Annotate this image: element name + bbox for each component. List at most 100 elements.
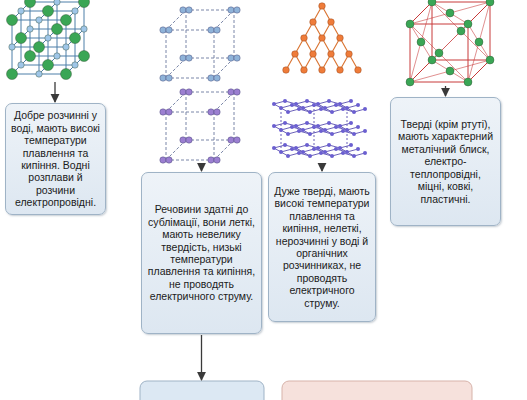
carbon-atom [319,67,326,74]
lattice-atom [18,8,24,14]
molecule-atom [214,27,220,33]
lattice-atom [417,38,425,46]
carbon-atom [319,35,326,42]
lattice-atom [446,67,454,75]
lattice-bond [166,112,214,113]
lattice-atom [25,0,36,8]
carbon-atom [297,129,301,133]
carbon-atom [297,107,301,111]
molecule-atom [234,89,240,95]
molecule-atom [228,7,234,13]
carbon-atom [319,107,323,111]
lattice-atom [72,8,78,14]
carbon-atom [312,147,316,151]
lattice-bond [234,10,235,58]
carbon-atom [319,3,326,10]
carbon-atom [346,51,353,58]
molecule-atom [186,7,192,13]
carbon-atom [272,146,276,150]
lattice-bond [468,42,479,82]
molecule-atom [166,75,172,81]
molecule-atom [208,157,214,163]
lattice-bond [479,2,490,42]
lattice-atom [16,33,27,44]
molecule-atom [214,109,220,115]
carbon-atom [345,150,349,154]
carbon-atom [294,124,298,128]
lattice-atom [428,56,436,64]
atomic-lattice [272,3,367,158]
lattice-atom [45,35,51,41]
lattice-atom [34,42,45,53]
lattice-atom [435,49,443,57]
lattice-atom [43,6,54,17]
carbon-atom [323,150,327,154]
carbon-atom [355,67,362,74]
carbon-atom [283,99,287,103]
carbon-atom [312,125,316,129]
lattice-atom [36,17,42,23]
lattice-atom [43,60,54,71]
molecule-atom [234,7,240,13]
carbon-atom [301,150,305,154]
carbon-atom [330,132,334,136]
carbon-atom [345,128,349,132]
flow-arrow [54,82,55,102]
lattice-atom [18,62,24,68]
graphite-bond [281,108,282,130]
carbon-atom [327,99,331,103]
lattice-atom [27,26,33,32]
lattice-atom [475,38,483,46]
carbon-atom [290,103,294,107]
property-text: Добре розчинні у воді, мають високі темп… [11,109,100,208]
ionic-lattice [7,0,90,80]
carbon-atom [316,146,320,150]
metallic-lattice [406,0,494,86]
lattice-bond [186,92,187,140]
carbon-atom [356,147,360,151]
lattice-atom [52,24,63,35]
carbon-atom [334,125,338,129]
carbon-atom [310,51,317,58]
carbon-atom [323,106,327,110]
carbon-atom [316,124,320,128]
lattice-atom [406,78,414,86]
lattice-bond [186,10,234,11]
lattice-atom [428,0,436,6]
carbon-atom [290,125,294,129]
lattice-bond [432,60,490,61]
lattice-atom [457,27,465,35]
lattice-atom [486,0,494,6]
molecule-atom [234,137,240,143]
molecule-atom [166,109,172,115]
carbon-atom [345,106,349,110]
carbon-atom [279,150,283,154]
molecule-atom [160,157,166,163]
carbon-atom [363,151,367,155]
lattice-bond [450,2,490,13]
molecule-atom [180,137,186,143]
carbon-atom [301,67,308,74]
molecule-atom [208,75,214,81]
molecule-atom [228,55,234,61]
carbon-atom [338,124,342,128]
lattice-bond [166,30,167,78]
carbon-atom [305,99,309,103]
carbon-atom [330,110,334,114]
carbon-atom [312,103,316,107]
carbon-atom [352,154,356,158]
cut-off-box [140,381,264,400]
carbon-atom [272,102,276,106]
graphite-bond [314,105,315,127]
lattice-bond [186,58,234,59]
carbon-atom [349,99,353,103]
lattice-bond [421,2,432,42]
molecule-atom [166,157,172,163]
lattice-atom [70,33,81,44]
molecular-lattice [160,7,240,163]
carbon-atom [338,102,342,106]
lattice-bond [432,2,433,60]
property-text: Дуже тверді, мають високі температури пл… [274,185,370,309]
molecule-atom [228,89,234,95]
carbon-atom [301,35,308,42]
